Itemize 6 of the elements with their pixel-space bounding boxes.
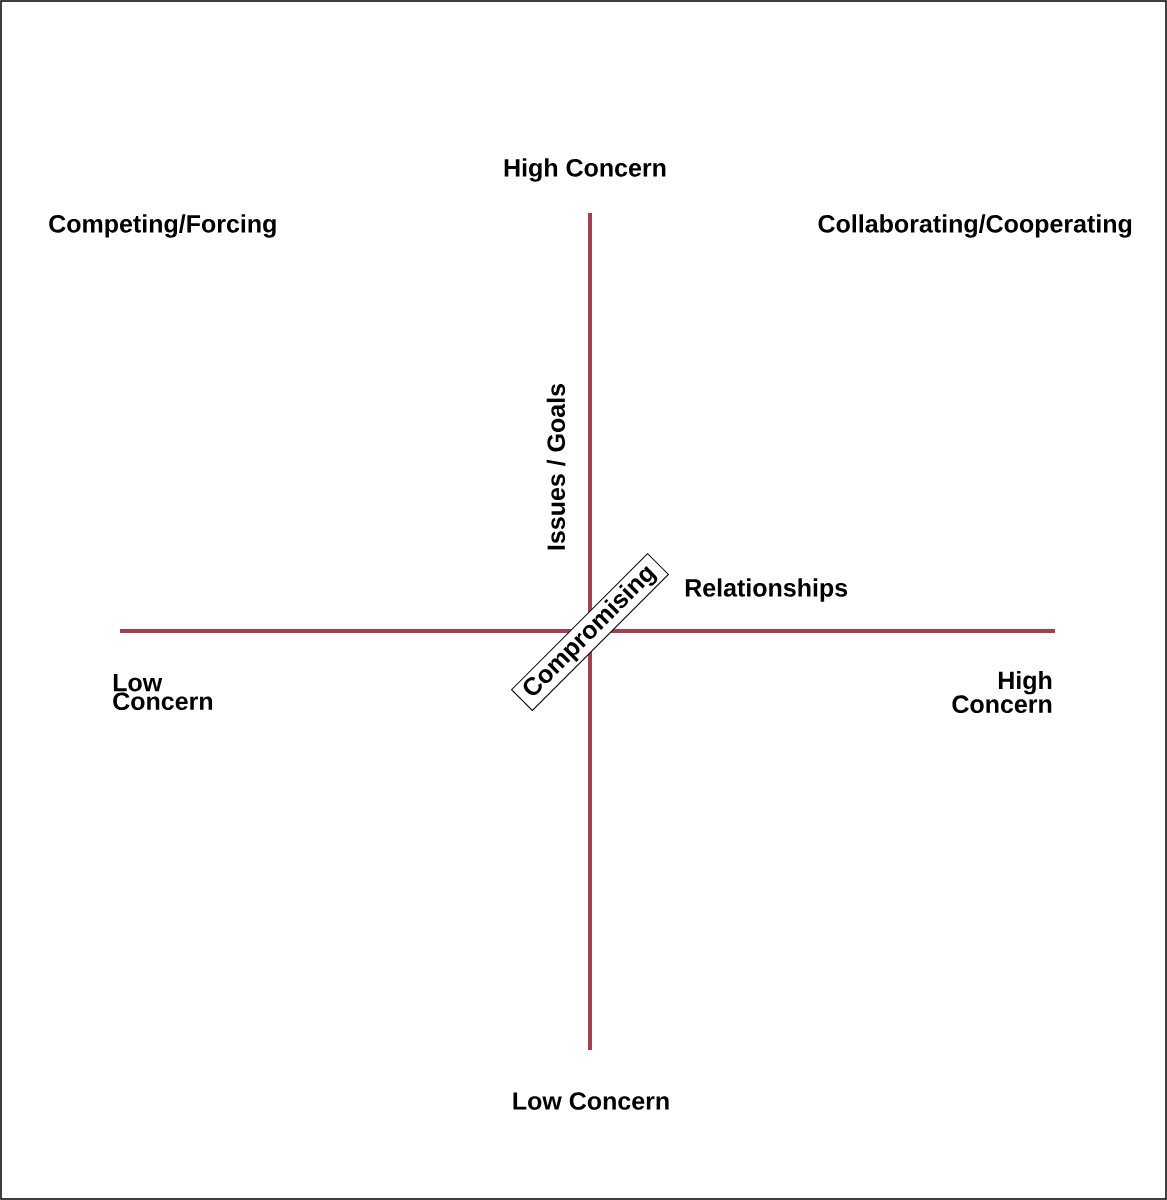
axis-label: High Concern [952,670,1052,714]
axis-label: Low Concern [113,673,213,711]
axis-label: Collaborating/Cooperating [818,214,1132,238]
axis-label: High Concern [504,158,666,182]
axis-label: Low Concern [513,1092,669,1110]
axis-label: Competing/Forcing [49,214,276,238]
